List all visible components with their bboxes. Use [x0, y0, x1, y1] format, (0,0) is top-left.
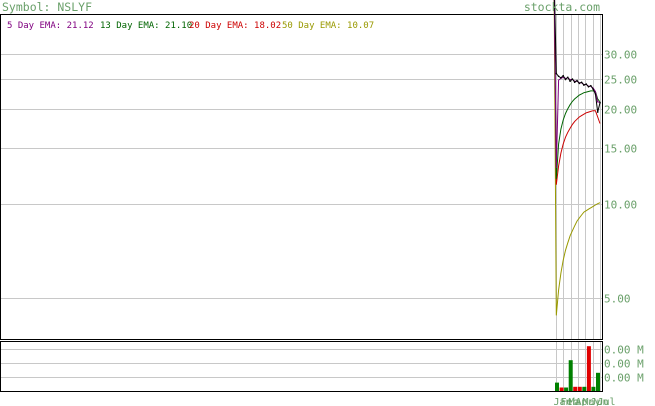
volume-bar [568, 360, 573, 391]
volume-bar [591, 386, 596, 391]
volume-bar [586, 346, 591, 391]
price-point [560, 77, 562, 79]
ema-13-line [553, 0, 601, 179]
price-point [583, 84, 585, 86]
price-point [594, 93, 597, 95]
volume-tick-label: 0.00 M [604, 358, 644, 371]
price-point [580, 81, 583, 84]
grid-lines [1, 15, 602, 391]
x-tick-label: Jun [591, 397, 609, 406]
volume-bars [555, 346, 600, 391]
price-point [567, 76, 569, 79]
price-point [587, 86, 590, 88]
volume-bar [573, 386, 578, 391]
volume-bar [564, 387, 569, 391]
price-tick-label: 5.00 [604, 293, 631, 306]
price-tick-label: 15.00 [604, 143, 637, 156]
price-point [585, 83, 587, 85]
price-line [554, 0, 601, 113]
price-tick-label: 10.00 [604, 199, 637, 212]
watermark: stockta.com [524, 0, 600, 14]
volume-tick-label: 0.00 M [604, 344, 644, 357]
x-tick-label: Feb [561, 397, 579, 406]
price-point [557, 75, 560, 78]
price-point [573, 81, 576, 84]
volume-panel-frame [0, 341, 603, 392]
legend-ema-20: 20 Day EMA: 18.02 [189, 21, 281, 31]
price-point [562, 74, 564, 77]
price-point [555, 72, 558, 75]
legend-ema-13: 13 Day EMA: 21.10 [100, 21, 192, 31]
x-tick-label: Jan [554, 397, 572, 406]
volume-bar [577, 386, 582, 391]
x-tick-label: Jul [598, 397, 616, 406]
price-point [569, 80, 571, 82]
volume-bar [596, 372, 600, 391]
price-point [590, 84, 592, 87]
price-tick-label: 30.00 [604, 49, 637, 62]
volume-bar [555, 382, 559, 391]
x-tick-label: Mar [569, 397, 587, 406]
volume-bar [559, 387, 564, 391]
price-point [592, 88, 594, 90]
price-panel-frame [0, 14, 603, 340]
volume-bar [582, 386, 587, 391]
x-tick-label: Apr [576, 397, 594, 406]
price-point [578, 82, 581, 85]
price-point [599, 101, 601, 104]
price-tick-label: 25.00 [604, 74, 637, 87]
price-tick-label: 20.00 [604, 104, 637, 117]
price-point [596, 111, 599, 113]
price-point [564, 78, 567, 81]
price-point [576, 79, 578, 82]
ema-50-line [553, 0, 601, 316]
ema-20-line [553, 0, 601, 185]
legend-ema-50: 50 Day EMA: 10.07 [282, 21, 374, 31]
price-point [571, 78, 574, 80]
legend-ema-5: 5 Day EMA: 21.12 [7, 21, 94, 31]
symbol-label: Symbol: NSLYF [2, 0, 92, 14]
x-tick-label: May [583, 397, 601, 406]
volume-tick-label: 0.00 M [604, 372, 644, 385]
